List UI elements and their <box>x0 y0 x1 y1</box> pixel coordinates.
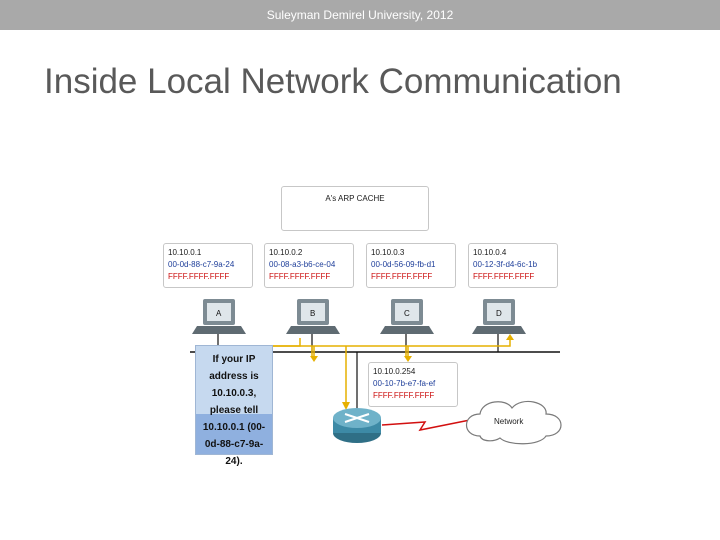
callout-line-7: 24). <box>225 456 243 467</box>
network-cloud-icon: Network <box>465 400 562 445</box>
arp-request-callout: If your IP address is 10.10.0.3, please … <box>195 345 273 467</box>
callout-line-2: address is <box>209 371 259 382</box>
host-d-broadcast: FFFF.FFFF.FFFF <box>473 272 535 281</box>
host-a-ip: 10.10.0.1 <box>168 248 202 257</box>
host-c-info: 10.10.0.3 00-0d-56-09-fb-d1 FFFF.FFFF.FF… <box>366 243 456 288</box>
slide-title: Inside Local Network Communication <box>44 62 622 101</box>
router-info: 10.10.0.254 00-10-7b-e7-fa-ef FFFF.FFFF.… <box>368 362 458 407</box>
router-mac: 00-10-7b-e7-fa-ef <box>373 379 436 388</box>
host-d-info: 10.10.0.4 00-12-3f-d4-6c-1b FFFF.FFFF.FF… <box>468 243 558 288</box>
broadcast-arrow-c <box>404 356 412 362</box>
pc-d-label: D <box>496 309 502 318</box>
broadcast-arrow-router <box>342 402 350 410</box>
pc-c-icon: C <box>380 299 434 334</box>
broadcast-path-d <box>406 338 511 347</box>
host-a-broadcast: FFFF.FFFF.FFFF <box>168 272 230 281</box>
pc-b-icon: B <box>286 299 340 334</box>
header-bar: Suleyman Demirel University, 2012 <box>0 0 720 30</box>
pc-d-icon: D <box>472 299 526 334</box>
callout-line-4: please tell <box>209 405 259 416</box>
host-b-mac: 00-08-a3-b6-ce-04 <box>269 260 336 269</box>
pc-b-label: B <box>310 309 315 318</box>
pc-a-icon: A <box>192 299 246 334</box>
host-c-ip: 10.10.0.3 <box>371 248 405 257</box>
host-b-ip: 10.10.0.2 <box>269 248 303 257</box>
router-broadcast: FFFF.FFFF.FFFF <box>373 391 435 400</box>
host-c-mac: 00-0d-56-09-fb-d1 <box>371 260 436 269</box>
callout-line-6: 0d-88-c7-9a- <box>204 439 264 450</box>
callout-shade <box>196 414 272 454</box>
router-ip: 10.10.0.254 <box>373 367 416 376</box>
host-a-mac: 00-0d-88-c7-9a-24 <box>168 260 235 269</box>
pc-a-label: A <box>216 309 222 318</box>
network-cloud-label: Network <box>494 417 524 426</box>
callout-line-1: If your IP <box>212 354 256 365</box>
header-text: Suleyman Demirel University, 2012 <box>266 8 454 22</box>
host-b-info: 10.10.0.2 00-08-a3-b6-ce-04 FFFF.FFFF.FF… <box>264 243 354 288</box>
host-b-broadcast: FFFF.FFFF.FFFF <box>269 272 331 281</box>
callout-line-3: 10.10.0.3, <box>211 388 257 399</box>
host-c-broadcast: FFFF.FFFF.FFFF <box>371 272 433 281</box>
host-a-info: 10.10.0.1 00-0d-88-c7-9a-24 FFFF.FFFF.FF… <box>163 243 253 288</box>
host-d-ip: 10.10.0.4 <box>473 248 507 257</box>
host-d-mac: 00-12-3f-d4-6c-1b <box>473 260 538 269</box>
broadcast-arrow-d <box>506 334 514 340</box>
arp-cache-box: A's ARP CACHE <box>281 186 429 231</box>
broadcast-arrow-b <box>310 356 318 362</box>
router-icon <box>333 408 381 443</box>
arp-cache-title: A's ARP CACHE <box>325 194 385 203</box>
pc-c-label: C <box>404 309 410 318</box>
callout-line-5: 10.10.0.1 (00- <box>202 422 266 433</box>
wan-link <box>381 419 471 432</box>
